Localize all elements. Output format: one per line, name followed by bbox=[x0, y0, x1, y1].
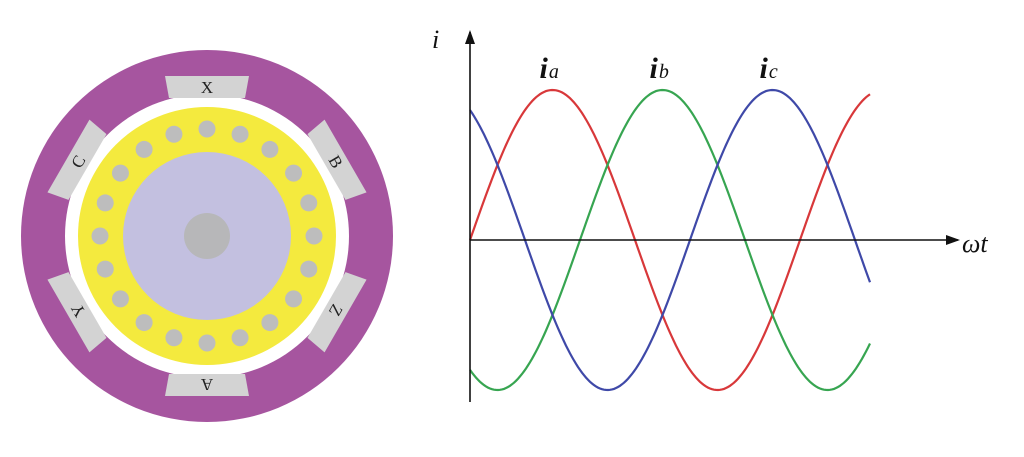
rotor-bar bbox=[300, 260, 318, 278]
series-label-a: ia bbox=[540, 52, 559, 85]
stator-slot-z: Z bbox=[307, 272, 367, 353]
motor-cross-section: X BZ A YC bbox=[21, 50, 393, 422]
rotor-bar bbox=[111, 290, 129, 308]
rotor-bars bbox=[91, 120, 323, 352]
stator-slot-y: Y bbox=[47, 272, 107, 353]
series-line-c bbox=[469, 88, 872, 392]
series-line-b bbox=[469, 88, 871, 392]
rotor-bar bbox=[135, 140, 153, 158]
rotor-bar bbox=[285, 290, 303, 308]
x-axis-label: ωt bbox=[962, 229, 988, 258]
rotor-bar bbox=[135, 314, 153, 332]
chart-series bbox=[468, 88, 872, 392]
rotor-bar bbox=[96, 194, 114, 212]
three-phase-chart: i ωt ia ib ic bbox=[432, 25, 988, 402]
rotor-bar bbox=[165, 329, 183, 347]
rotor-bar bbox=[261, 314, 279, 332]
series-label-b: ib bbox=[650, 52, 669, 85]
stator-slot-b: B bbox=[307, 119, 367, 200]
rotor-bar bbox=[91, 227, 109, 245]
rotor-bar bbox=[285, 164, 303, 182]
stator-slot-a: A bbox=[165, 374, 249, 396]
rotor-bar bbox=[231, 125, 249, 143]
series-line-a bbox=[468, 88, 871, 392]
rotor-bar bbox=[111, 164, 129, 182]
stator-slot-c: C bbox=[47, 119, 107, 200]
rotor-bar bbox=[198, 120, 216, 138]
stator-slots: X BZ A YC bbox=[47, 76, 367, 396]
rotor-bar bbox=[261, 140, 279, 158]
slot-label-x: X bbox=[201, 78, 213, 97]
rotor-bar bbox=[198, 334, 216, 352]
slot-label-a: A bbox=[200, 375, 213, 394]
rotor-shaft bbox=[184, 213, 230, 259]
stator-slot-x: X bbox=[165, 76, 249, 98]
series-labels: ia ib ic bbox=[540, 52, 778, 85]
rotor-bar bbox=[300, 194, 318, 212]
rotor-bar bbox=[165, 125, 183, 143]
series-label-c: ic bbox=[760, 52, 778, 85]
rotor-bar bbox=[231, 329, 249, 347]
y-axis-label: i bbox=[432, 25, 439, 54]
rotor-bar bbox=[305, 227, 323, 245]
rotor-bar bbox=[96, 260, 114, 278]
